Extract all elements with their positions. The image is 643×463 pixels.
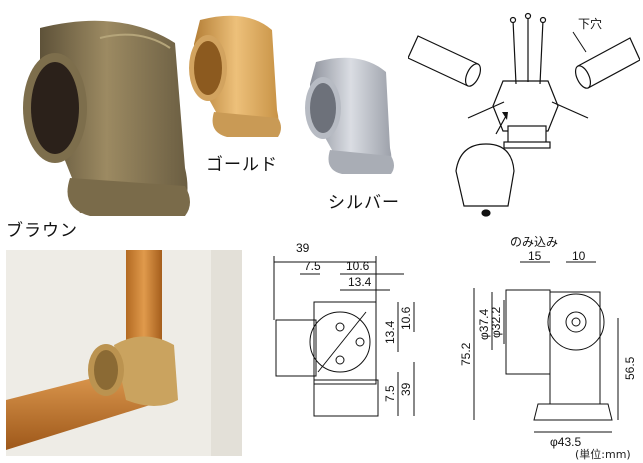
pilot-hole-label: 下穴: [578, 16, 602, 31]
dim-10-6-top: 10.6: [346, 259, 370, 273]
gold-elbow-photo: [189, 15, 281, 137]
dim-phi43-5: φ43.5: [550, 435, 581, 449]
dim-39-top: 39: [296, 241, 310, 255]
dim-10: 10: [572, 249, 586, 263]
brown-label: ブラウン: [6, 221, 78, 241]
dim-56-5: 56.5: [623, 356, 637, 380]
dim-7-5-top: 7.5: [304, 259, 321, 273]
dim-phi37-4: φ37.4: [477, 309, 491, 340]
assembly-diagram: 下穴: [408, 12, 640, 217]
insert-label: のみ込み: [510, 235, 558, 249]
unit-label: (単位:mm): [575, 448, 631, 461]
silver-label: シルバー: [328, 193, 400, 213]
dim-13-4-top: 13.4: [348, 275, 372, 289]
dim-13-4-vertical: 13.4: [383, 320, 397, 344]
dimension-drawing: 39 7.5 10.6 13.4 13.4 10.6 7.5 39 のみ込み 1…: [273, 235, 637, 449]
silver-elbow-photo: [305, 57, 394, 174]
dim-39-vertical: 39: [399, 382, 413, 396]
brown-elbow-photo: [23, 20, 190, 216]
dim-10-6-vertical: 10.6: [399, 306, 413, 330]
dim-7-5-vertical: 7.5: [383, 385, 397, 402]
dim-75-2: 75.2: [459, 342, 473, 366]
dim-phi32-2: φ32.2: [489, 307, 503, 338]
installed-photo: [6, 250, 242, 456]
dim-15: 15: [528, 249, 542, 263]
gold-label: ゴールド: [206, 155, 278, 175]
